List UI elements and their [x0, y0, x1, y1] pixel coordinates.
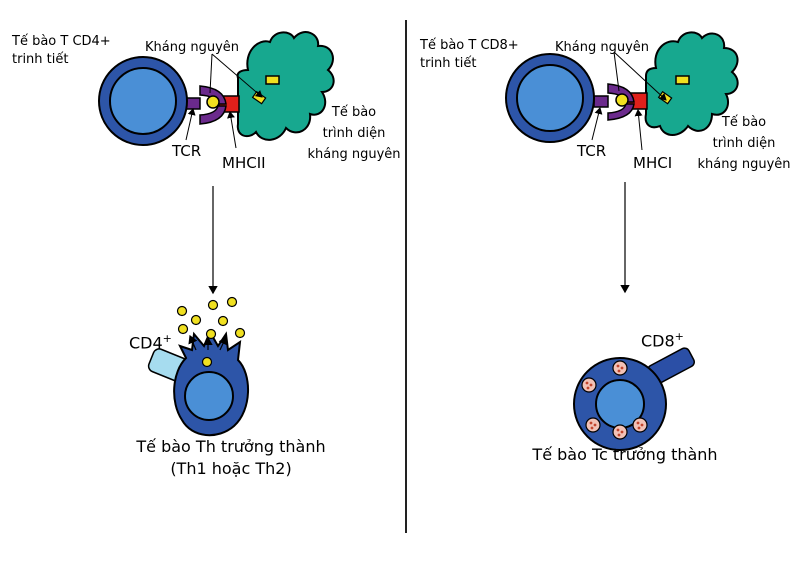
- left-naive-cell-label-line2: trinh tiết: [12, 52, 69, 67]
- right-apc-antigen-fragment: [675, 75, 690, 85]
- granule-dot: [640, 423, 644, 427]
- granule-dot: [589, 421, 593, 425]
- granule-dot: [616, 364, 620, 368]
- left-apc-cell: [236, 31, 335, 141]
- left-naive-cell-label-line1: Tế bào T CD4+: [12, 34, 111, 49]
- right-apc-label-line3: kháng nguyên: [697, 157, 791, 172]
- granule: [585, 417, 601, 433]
- left-mature-label-line1: Tế bào Th trưởng thành: [136, 437, 326, 456]
- left-antigen-pointer-2: [211, 53, 263, 98]
- right-granule-dots: [585, 364, 644, 437]
- left-cytokine: [217, 315, 229, 327]
- granule-dot: [617, 433, 621, 437]
- granule: [632, 417, 648, 433]
- right-cd8-label: CD8+: [641, 326, 684, 351]
- left-tcr-stalk: [185, 97, 201, 110]
- left-naive-t-cell-nucleus: [109, 67, 177, 135]
- right-antigen-label: Kháng nguyên: [555, 40, 650, 55]
- granule-dot: [590, 426, 594, 430]
- granule-dot: [616, 428, 620, 432]
- left-cytokine: [226, 296, 238, 308]
- left-mature-label-line2: (Th1 hoặc Th2): [170, 459, 292, 478]
- right-antigen-pointer-2: [613, 51, 667, 101]
- left-cd4-label: CD4+: [129, 328, 172, 353]
- left-apc-label-line2: trình diện: [322, 126, 386, 141]
- left-bound-antigen: [206, 95, 220, 109]
- right-cd8-sup: +: [674, 330, 684, 343]
- left-tcr-pointer: [185, 108, 196, 141]
- left-cytokine: [176, 305, 188, 317]
- right-tcr-pointer: [591, 107, 603, 141]
- granule-dot: [589, 383, 593, 387]
- right-naive-cell-label-line2: trinh tiết: [420, 56, 477, 71]
- left-panel-graphics: [98, 31, 335, 437]
- granule-dot: [620, 430, 624, 434]
- right-mhc-pointer: [634, 109, 643, 151]
- right-apc-label-line2: trình diện: [712, 136, 776, 151]
- left-apc-label-line3: kháng nguyên: [307, 147, 401, 162]
- left-mhc-pointer: [227, 111, 237, 149]
- left-apc-antigen-fragment: [265, 75, 280, 85]
- granule: [612, 424, 628, 440]
- left-antigen-pointer-1: [209, 53, 213, 94]
- right-mhc-label: MHCI: [633, 154, 673, 172]
- right-panel-graphics: [505, 31, 739, 451]
- granule-dot: [636, 421, 640, 425]
- granule-dot: [585, 381, 589, 385]
- left-cd4-text: CD4: [129, 333, 163, 353]
- right-tcr-stalk: [593, 95, 609, 108]
- right-apc-cell: [644, 31, 739, 136]
- left-cytokine: [234, 327, 246, 339]
- left-secretion-arrow: [188, 334, 198, 351]
- granule-dot: [637, 426, 641, 430]
- left-cytokine: [190, 314, 202, 326]
- left-cytokine: [201, 356, 213, 368]
- left-mature-th-nucleus: [184, 371, 234, 421]
- right-bound-antigen: [615, 93, 629, 107]
- left-antigen-label: Kháng nguyên: [145, 40, 240, 55]
- left-mhc-label: MHCII: [222, 154, 266, 172]
- right-naive-cell-label-line1: Tế bào T CD8+: [420, 38, 519, 53]
- left-secretion-arrow: [218, 335, 228, 351]
- right-antigen-pointer-1: [613, 51, 620, 92]
- left-tcr-label: TCR: [172, 142, 202, 160]
- left-cytokine: [177, 323, 189, 335]
- right-apc-label-line1: Tế bào: [721, 115, 767, 130]
- granule-dot: [593, 423, 597, 427]
- granule-dot: [620, 366, 624, 370]
- left-cd4-sup: +: [162, 332, 172, 345]
- right-mature-label: Tế bào Tc trưởng thành: [532, 445, 718, 464]
- left-cytokine: [207, 299, 219, 311]
- left-apc-label-line1: Tế bào: [331, 105, 377, 120]
- granule-dot: [617, 369, 621, 373]
- right-naive-t-cell-nucleus: [516, 64, 584, 132]
- right-cytotoxic-granules: [581, 360, 648, 440]
- right-tcr-label: TCR: [577, 142, 607, 160]
- left-cytokine: [205, 328, 217, 340]
- right-cd8-text: CD8: [641, 331, 675, 351]
- granule: [581, 377, 597, 393]
- granule-dot: [586, 386, 590, 390]
- granule: [612, 360, 628, 376]
